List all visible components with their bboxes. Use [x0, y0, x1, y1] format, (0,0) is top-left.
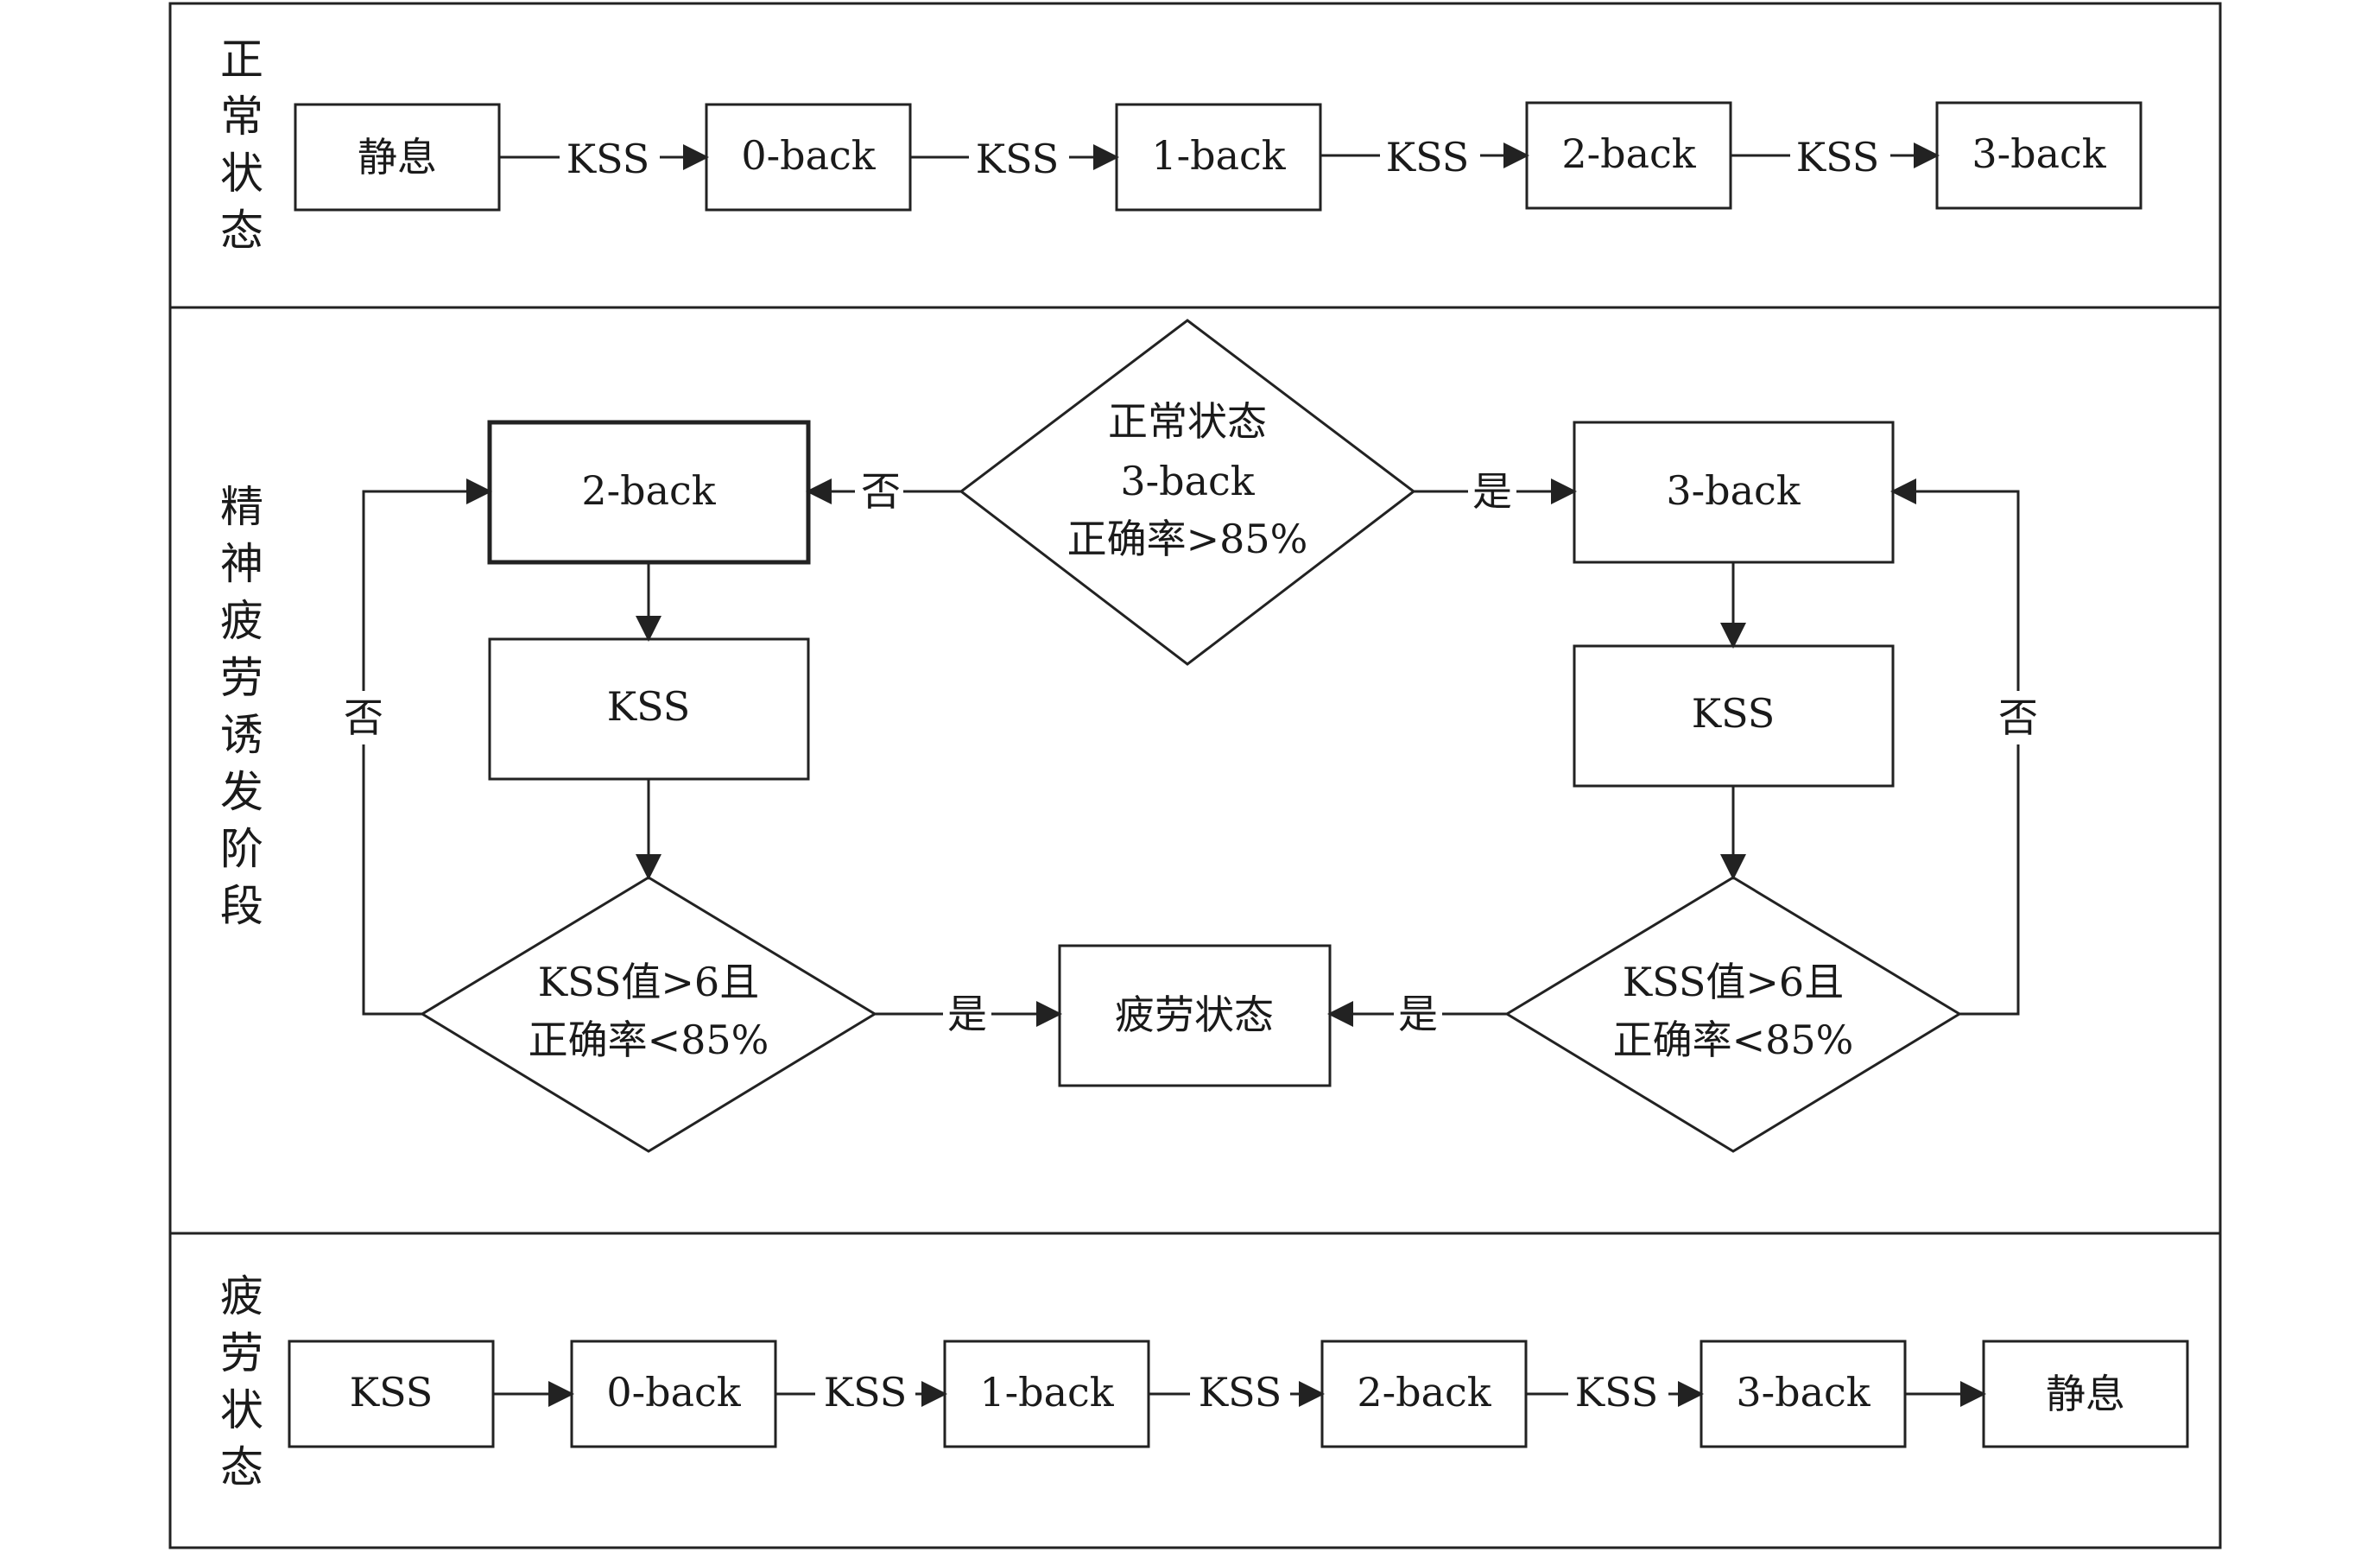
edge-right-check-to-result-label: 是	[1398, 991, 1438, 1037]
edge-right-loop-label: 否	[1998, 694, 2038, 741]
decision-right-check	[1504, 876, 1962, 1153]
normal-box-0back	[705, 103, 912, 212]
section-label-normal: 正常状态	[220, 35, 263, 256]
edge-top-to-right-label: 是	[1472, 468, 1512, 515]
result-fatigue-state-label: 疲劳状态	[1115, 991, 1274, 1038]
edge-right-loop	[1890, 478, 2020, 1016]
section-label-fatigue-text: 疲劳状态	[220, 1271, 263, 1492]
decision-right-check-line2: 正确率<85%	[1613, 1017, 1854, 1063]
edge-left-loop	[362, 478, 492, 1016]
normal-flow: 静息 0-back 1-back 2-back 3-back KSS KSS K…	[294, 101, 2143, 212]
edge-top-to-left-label: 否	[861, 468, 901, 515]
fatigue-box-kss	[288, 1340, 495, 1448]
outer-frame	[168, 2, 2222, 1549]
fatigue-box-0back	[570, 1340, 777, 1448]
decision-top	[959, 319, 1416, 666]
normal-edge-3-label: KSS	[1386, 134, 1470, 181]
induction-right-kss-label: KSS	[1692, 690, 1776, 737]
fatigue-box-1back	[943, 1340, 1150, 1448]
normal-edge-2-label: KSS	[976, 136, 1060, 182]
fatigue-edge-2-label: KSS	[824, 1369, 908, 1416]
normal-box-2back-label: 2-back	[1561, 130, 1696, 177]
edge-left-check-to-result-label: 是	[947, 991, 987, 1037]
fatigue-box-rest-label: 静息	[2046, 1371, 2125, 1417]
induction-left-2back-label: 2-back	[581, 467, 716, 514]
section-label-induction: 精神疲劳诱发阶段	[220, 482, 263, 931]
induction-left-kss	[488, 637, 810, 781]
fatigue-box-2back-label: 2-back	[1357, 1369, 1491, 1416]
normal-box-rest-label: 静息	[358, 134, 437, 181]
fatigue-flow: KSS 0-back 1-back 2-back 3-back 静息 KSS K…	[288, 1340, 2189, 1448]
decision-top-line3: 正确率>85%	[1067, 516, 1308, 562]
induction-right-kss	[1573, 644, 1895, 788]
decision-right-check-line1: KSS值>6且	[1623, 959, 1844, 1005]
normal-edge-4-label: KSS	[1796, 134, 1880, 181]
section-label-normal-text: 正常状态	[220, 35, 263, 256]
fatigue-box-rest	[1982, 1340, 2189, 1448]
fatigue-edge-4-label: KSS	[1575, 1369, 1659, 1416]
normal-box-3back	[1935, 101, 2143, 210]
fatigue-box-kss-label: KSS	[350, 1369, 434, 1416]
normal-box-0back-label: 0-back	[741, 132, 876, 179]
decision-top-line1: 正常状态	[1108, 398, 1267, 445]
normal-edge-1-label: KSS	[567, 136, 650, 182]
induction-left-kss-label: KSS	[607, 683, 691, 730]
fatigue-box-2back	[1320, 1340, 1528, 1448]
edge-left-loop-label: 否	[344, 694, 383, 741]
normal-box-1back-label: 1-back	[1151, 132, 1286, 179]
decision-top-line2: 3-back	[1120, 458, 1255, 504]
decision-left-check	[420, 876, 877, 1153]
section-label-fatigue: 疲劳状态	[220, 1271, 263, 1492]
induction-flow: 正常状态 3-back 正确率>85% 2-back 3-back 否 是 KS…	[339, 319, 2042, 1153]
normal-box-rest	[294, 103, 501, 212]
fatigue-box-1back-label: 1-back	[979, 1369, 1114, 1416]
section-label-induction-text: 精神疲劳诱发阶段	[220, 482, 263, 931]
normal-box-3back-label: 3-back	[1972, 130, 2106, 177]
fatigue-box-3back	[1700, 1340, 1907, 1448]
decision-left-check-line2: 正确率<85%	[529, 1017, 769, 1063]
induction-right-3back-label: 3-back	[1666, 467, 1801, 514]
fatigue-box-3back-label: 3-back	[1736, 1369, 1870, 1416]
decision-left-check-line1: KSS值>6且	[538, 959, 759, 1005]
fatigue-edge-3-label: KSS	[1199, 1369, 1282, 1416]
fatigue-box-0back-label: 0-back	[606, 1369, 741, 1416]
